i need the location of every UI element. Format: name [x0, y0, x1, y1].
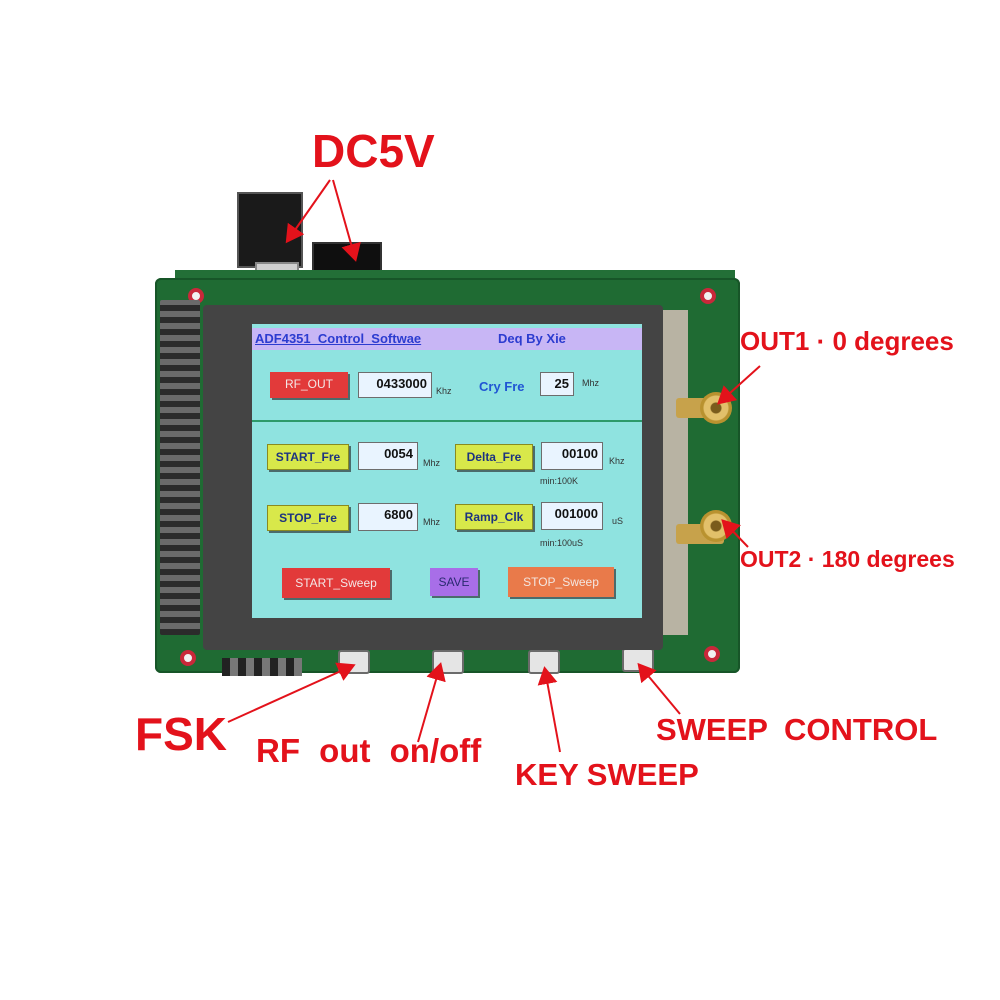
save-button[interactable]: SAVE: [430, 568, 478, 596]
start-fre-field[interactable]: 0054: [358, 442, 418, 470]
ramp-clk-field[interactable]: 001000: [541, 502, 603, 530]
start-fre-unit: Mhz: [423, 458, 441, 468]
stop-sweep-button[interactable]: STOP_Sweep: [508, 567, 614, 597]
arrow-fsk: [227, 662, 356, 723]
dc5v-label: DC5V: [312, 125, 435, 177]
delta-min-note: min:100K: [540, 476, 579, 486]
fsk-label: FSK: [135, 708, 227, 760]
divider: [252, 420, 642, 422]
arrow-out1: [717, 365, 761, 405]
app-title: ADF4351_Control_Softwae: [255, 331, 422, 346]
cry-freq-field[interactable]: 25: [540, 372, 574, 396]
mount-hole: [704, 646, 720, 662]
mount-hole: [700, 288, 716, 304]
delta-fre-unit: Khz: [609, 456, 625, 466]
rf-toggle-label: RF out on/off: [256, 732, 482, 769]
ramp-clk-button[interactable]: Ramp_Clk: [455, 504, 533, 530]
lcd-screen: ADF4351_Control_Softwae Deq By Xie RF_OU…: [252, 324, 642, 618]
arrow-rf-toggle: [417, 662, 446, 743]
delta-fre-field[interactable]: 00100: [541, 442, 603, 470]
key-sweep-label: KEY SWEEP: [515, 757, 699, 792]
title-bar: ADF4351_Control_Softwae Deq By Xie: [252, 328, 642, 350]
out2-label: OUT2 · 180 degrees: [740, 546, 955, 572]
mount-hole: [180, 650, 196, 666]
stop-fre-unit: Mhz: [423, 517, 441, 527]
author-label: Deq By Xie: [498, 331, 566, 346]
ramp-min-note: min:100uS: [540, 538, 584, 548]
out1-label: OUT1 · 0 degrees: [740, 326, 954, 356]
arrow-dc-jack: [332, 179, 361, 262]
start-sweep-button[interactable]: START_Sweep: [282, 568, 390, 598]
arrow-sweep-control: [637, 662, 681, 715]
rf-toggle-key[interactable]: [432, 650, 464, 674]
rf-freq-unit: Khz: [436, 386, 452, 396]
cry-unit: Mhz: [582, 378, 600, 388]
start-fre-button[interactable]: START_Fre: [267, 444, 349, 470]
sweep-control-label: SWEEP CONTROL: [656, 712, 938, 747]
lcd-ribbon: [660, 310, 688, 635]
ramp-clk-unit: uS: [612, 516, 624, 526]
arrow-out2: [721, 519, 749, 548]
rf-out-button[interactable]: RF_OUT: [270, 372, 348, 398]
stop-fre-field[interactable]: 6800: [358, 503, 418, 531]
rf-freq-field[interactable]: 0433000: [358, 372, 432, 398]
cry-label: Cry Fre: [479, 379, 525, 394]
arrow-key-sweep: [537, 666, 561, 753]
arrow-dc-usb: [285, 179, 331, 244]
stop-fre-button[interactable]: STOP_Fre: [267, 505, 349, 531]
pin-header: [160, 300, 200, 635]
pin-row: [222, 658, 302, 676]
delta-fre-button[interactable]: Delta_Fre: [455, 444, 533, 470]
